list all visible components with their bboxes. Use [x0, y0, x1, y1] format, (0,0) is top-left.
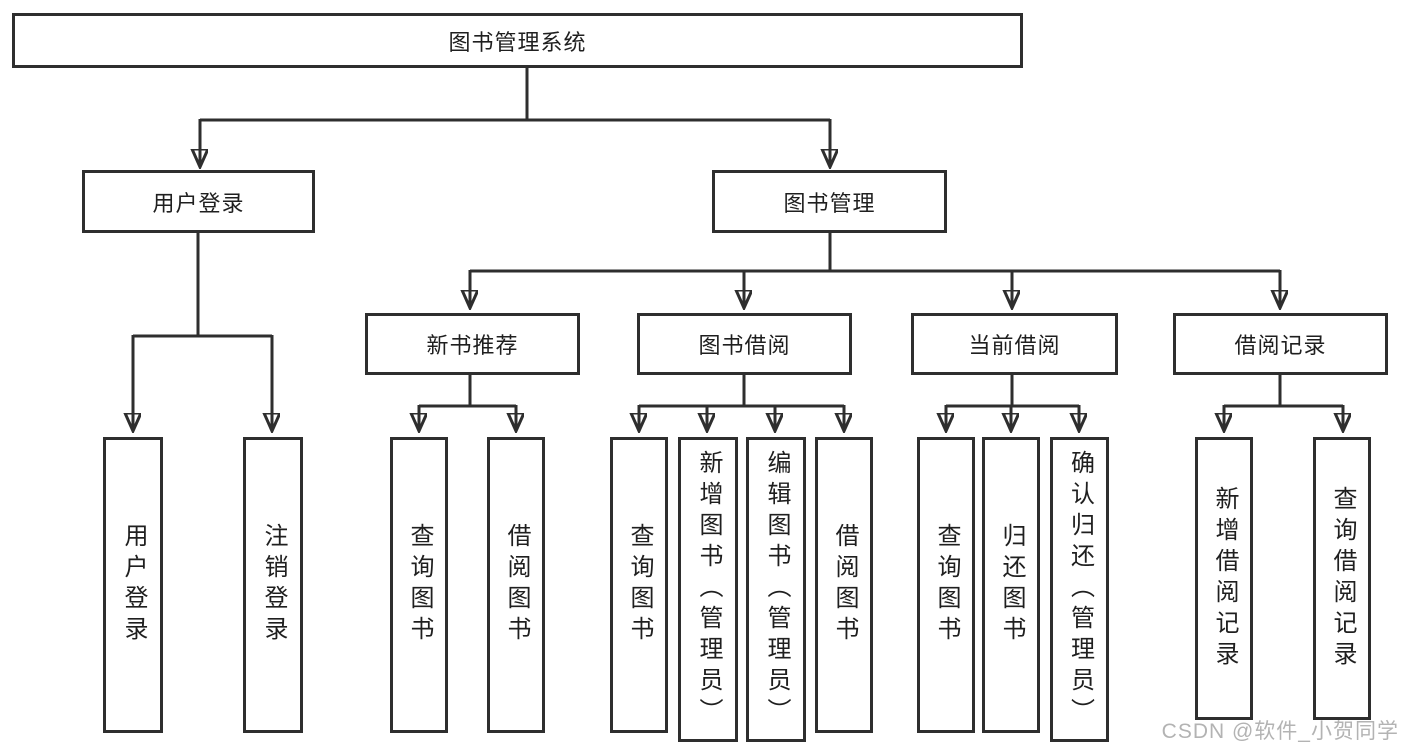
node-label: 图书管理系统: [448, 29, 587, 55]
node-label: 当前借阅: [968, 333, 1061, 358]
node-book-borrow: 图书借阅: [637, 313, 852, 375]
leaf-label: 注销登录: [260, 523, 287, 647]
leaf-label: 编辑图书（管理员）: [763, 450, 790, 729]
node-label: 借阅记录: [1234, 333, 1327, 358]
leaf-label: 新增借阅记录: [1211, 485, 1238, 672]
leaf-add-borrow-record: 新增借阅记录: [1195, 437, 1253, 720]
node-root: 图书管理系统: [12, 13, 1023, 68]
leaf-query-books-borrow: 查询图书: [610, 437, 668, 733]
leaf-query-books-recommend: 查询图书: [390, 437, 448, 733]
node-label: 用户登录: [152, 190, 245, 216]
node-label: 图书借阅: [698, 333, 791, 358]
leaf-confirm-return-admin: 确认归还（管理员）: [1050, 437, 1109, 742]
leaf-label: 新增图书（管理员）: [695, 450, 722, 729]
leaf-return-books: 归还图书: [982, 437, 1040, 733]
leaf-label: 查询借阅记录: [1329, 485, 1356, 672]
leaf-label: 归还图书: [998, 523, 1025, 647]
node-user-login: 用户登录: [82, 170, 315, 233]
node-label: 新书推荐: [426, 333, 519, 358]
leaf-logout: 注销登录: [243, 437, 303, 733]
leaf-query-borrow-record: 查询借阅记录: [1313, 437, 1371, 720]
leaf-label: 借阅图书: [503, 523, 530, 647]
watermark: CSDN @软件_小贺同学: [1161, 720, 1399, 743]
node-borrow-records: 借阅记录: [1173, 313, 1388, 375]
leaf-label: 确认归还（管理员）: [1066, 450, 1094, 729]
leaf-borrow-books-recommend: 借阅图书: [487, 437, 545, 733]
node-new-book-recommend: 新书推荐: [365, 313, 580, 375]
leaf-label: 借阅图书: [831, 523, 858, 647]
leaf-label: 用户登录: [120, 523, 147, 647]
node-current-borrow: 当前借阅: [911, 313, 1118, 375]
leaf-label: 查询图书: [933, 523, 960, 647]
leaf-edit-book-admin: 编辑图书（管理员）: [746, 437, 806, 742]
leaf-label: 查询图书: [626, 523, 653, 647]
node-label: 图书管理: [783, 190, 876, 216]
leaf-borrow-books-borrow: 借阅图书: [815, 437, 873, 733]
node-book-management: 图书管理: [712, 170, 947, 233]
leaf-label: 查询图书: [406, 523, 433, 647]
leaf-query-books-current: 查询图书: [917, 437, 975, 733]
leaf-user-login: 用户登录: [103, 437, 163, 733]
leaf-add-book-admin: 新增图书（管理员）: [678, 437, 738, 742]
